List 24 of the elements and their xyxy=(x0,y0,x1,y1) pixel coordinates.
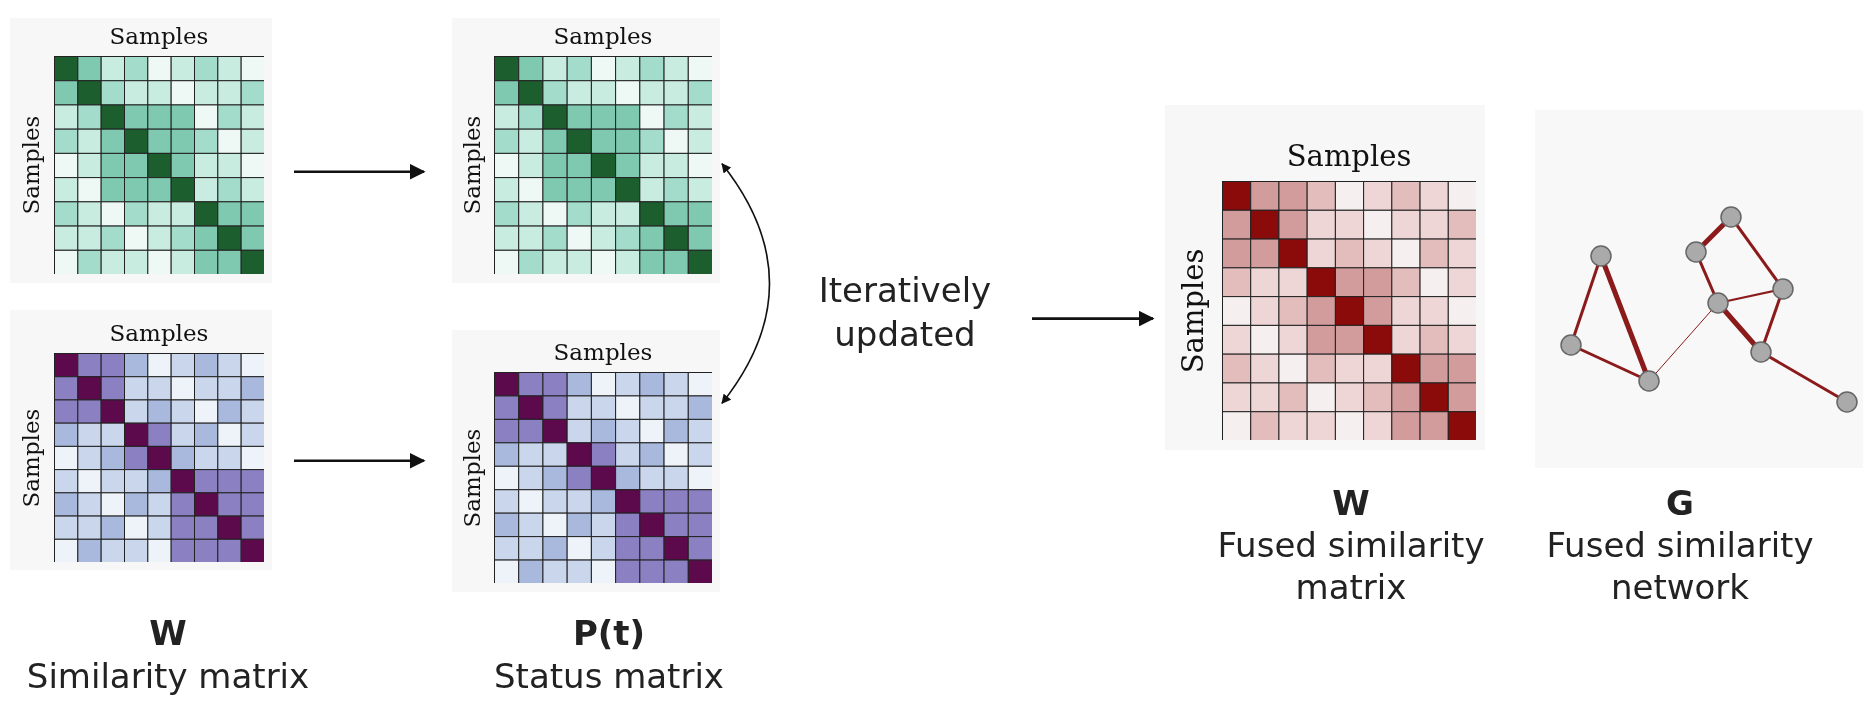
caption-text: Similarity matrix xyxy=(25,655,311,697)
arrow xyxy=(721,162,771,405)
caption-text: Fused similarity matrix xyxy=(1216,524,1486,608)
axis-label: Samples xyxy=(552,338,654,365)
matrix-symbol: P(t) xyxy=(571,612,647,654)
caption-text: Fused similarity network xyxy=(1545,524,1815,608)
matrix-symbol: G xyxy=(1665,482,1695,524)
axis-label: Samples xyxy=(18,408,44,507)
axis-label: Samples xyxy=(459,115,485,215)
axis-label: Samples xyxy=(18,115,44,215)
arrow xyxy=(294,453,426,469)
axis-label: Samples xyxy=(552,22,654,49)
matrix-symbol: W xyxy=(148,612,188,654)
axis-label: Samples xyxy=(1285,138,1413,173)
axis-label: Samples xyxy=(459,428,485,527)
arrow xyxy=(294,163,426,180)
axis-label: Samples xyxy=(1175,248,1210,373)
matrix-symbol: W xyxy=(1331,482,1371,524)
step-text: Iteratively updated xyxy=(800,268,1010,360)
axis-label: Samples xyxy=(108,319,210,346)
arrow xyxy=(1032,310,1155,327)
network-drawing xyxy=(1535,110,1863,468)
caption-text: Status matrix xyxy=(493,655,725,697)
axis-label: Samples xyxy=(108,22,210,49)
